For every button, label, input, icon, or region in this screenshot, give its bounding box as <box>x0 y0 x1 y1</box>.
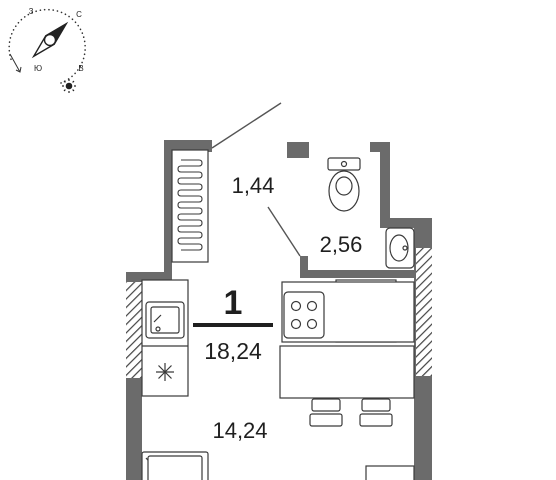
wall-left-upper <box>164 140 172 280</box>
compass-arrow-tail <box>9 53 21 73</box>
kitchen-sink-icon <box>145 301 185 339</box>
washbasin-icon <box>385 227 415 269</box>
chair-icon <box>309 398 343 427</box>
wall-bath-partition <box>300 256 308 278</box>
stove-fan-icon <box>156 363 174 381</box>
toilet-icon <box>327 157 361 212</box>
compass-label-east: В <box>78 64 83 73</box>
compass-dial <box>8 8 86 84</box>
entrance-door <box>211 102 282 149</box>
compass-label-south: Ю <box>34 64 42 73</box>
wall-left-step <box>126 272 172 280</box>
compass-arrow-head <box>15 66 22 73</box>
wall-top-right <box>287 142 309 158</box>
bathroom-door <box>267 206 301 257</box>
compass-label-north: С <box>76 10 82 19</box>
compass: З С Ю В <box>8 7 86 93</box>
wall-right-step <box>380 218 432 228</box>
sofa-icon <box>141 451 209 480</box>
radiator <box>171 149 209 263</box>
apartment-total-area: 18,24 <box>204 338 262 364</box>
chair-icon <box>359 398 393 427</box>
compass-label-west: З <box>29 7 34 16</box>
wall-top-left <box>164 140 212 150</box>
cabinet-icon <box>365 465 415 480</box>
wall-hall-left-inner <box>206 140 212 152</box>
hallway-area: 1,44 <box>232 173 275 198</box>
wall-bath-right <box>380 142 390 226</box>
cooktop-icon <box>283 291 325 339</box>
apartment-rooms-count: 1 <box>224 284 243 322</box>
wall-hatch-left <box>126 282 142 378</box>
apartment-label-divider <box>193 323 273 327</box>
compass-needle <box>31 21 69 59</box>
wall-bath-bottom <box>300 270 414 278</box>
bathroom-area: 2,56 <box>320 232 363 257</box>
living-area: 14,24 <box>212 418 267 443</box>
sun-icon <box>62 79 76 93</box>
wall-hatch-right <box>416 248 432 376</box>
